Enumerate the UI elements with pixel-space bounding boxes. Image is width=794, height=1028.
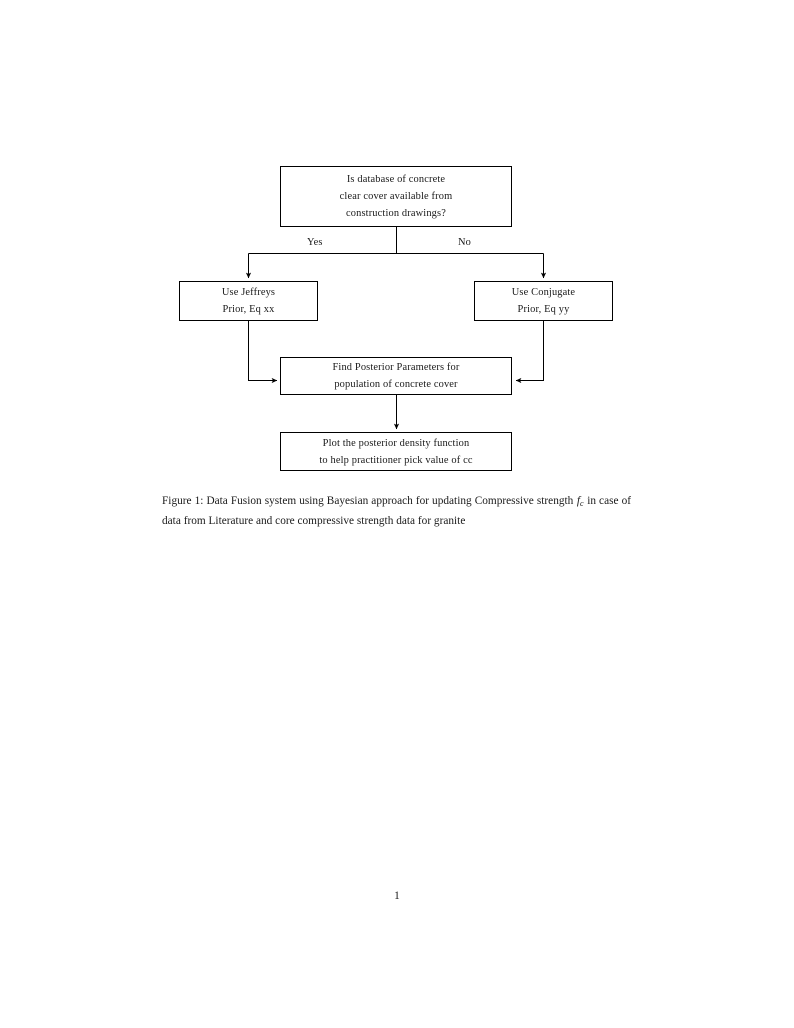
flowchart-node-conjugate-prior[interactable]: Use Conjugate Prior, Eq yy bbox=[474, 281, 613, 321]
caption-text-before-math: Data Fusion system using Bayesian approa… bbox=[203, 495, 577, 507]
node-conjugate-line-1: Use Conjugate bbox=[511, 287, 576, 298]
flowchart-node-jeffreys-prior[interactable]: Use Jeffreys Prior, Eq xx bbox=[179, 281, 318, 321]
edge-jeffreys-to-posterior bbox=[248, 321, 278, 384]
caption-math-subscript: c bbox=[580, 498, 584, 508]
node-conjugate-line-2: Prior, Eq yy bbox=[517, 304, 570, 315]
flowchart-node-question[interactable]: Is database of concrete clear cover avai… bbox=[280, 166, 512, 227]
edge-question-to-branch bbox=[248, 227, 544, 254]
node-jeffreys-line-2: Prior, Eq xx bbox=[222, 304, 275, 315]
edge-conjugate-to-posterior bbox=[515, 321, 544, 384]
node-question-line-3: construction drawings? bbox=[346, 208, 446, 219]
node-question-line-1: Is database of concrete bbox=[346, 174, 446, 185]
figure-region: Is database of concrete clear cover avai… bbox=[0, 0, 794, 490]
caption-math-fc: fc bbox=[576, 495, 584, 508]
node-posterior-line-2: population of concrete cover bbox=[334, 379, 458, 390]
node-plot-line-1: Plot the posterior density function bbox=[322, 437, 470, 449]
edge-label-no: No bbox=[458, 237, 471, 248]
node-posterior-line-1: Find Posterior Parameters for bbox=[332, 362, 460, 373]
flowchart-node-posterior-parameters[interactable]: Find Posterior Parameters for population… bbox=[280, 357, 512, 395]
caption-label: Figure 1: bbox=[162, 495, 204, 507]
node-plot-line-2: to help practitioner pick value of cc bbox=[319, 454, 473, 466]
node-question-line-2: clear cover available from bbox=[339, 191, 453, 202]
flowchart-connectors bbox=[245, 227, 547, 430]
node-jeffreys-line-1: Use Jeffreys bbox=[221, 287, 276, 298]
page-number: 1 bbox=[394, 890, 400, 902]
edge-label-yes: Yes bbox=[307, 237, 323, 248]
figure-caption: Figure 1: Data Fusion system using Bayes… bbox=[162, 493, 631, 530]
caption-text-after-math: in case of data from Literature and core… bbox=[162, 495, 631, 527]
caption-math-symbol: f bbox=[576, 495, 581, 507]
flowchart-node-plot-density[interactable]: Plot the posterior density function to h… bbox=[280, 432, 512, 471]
